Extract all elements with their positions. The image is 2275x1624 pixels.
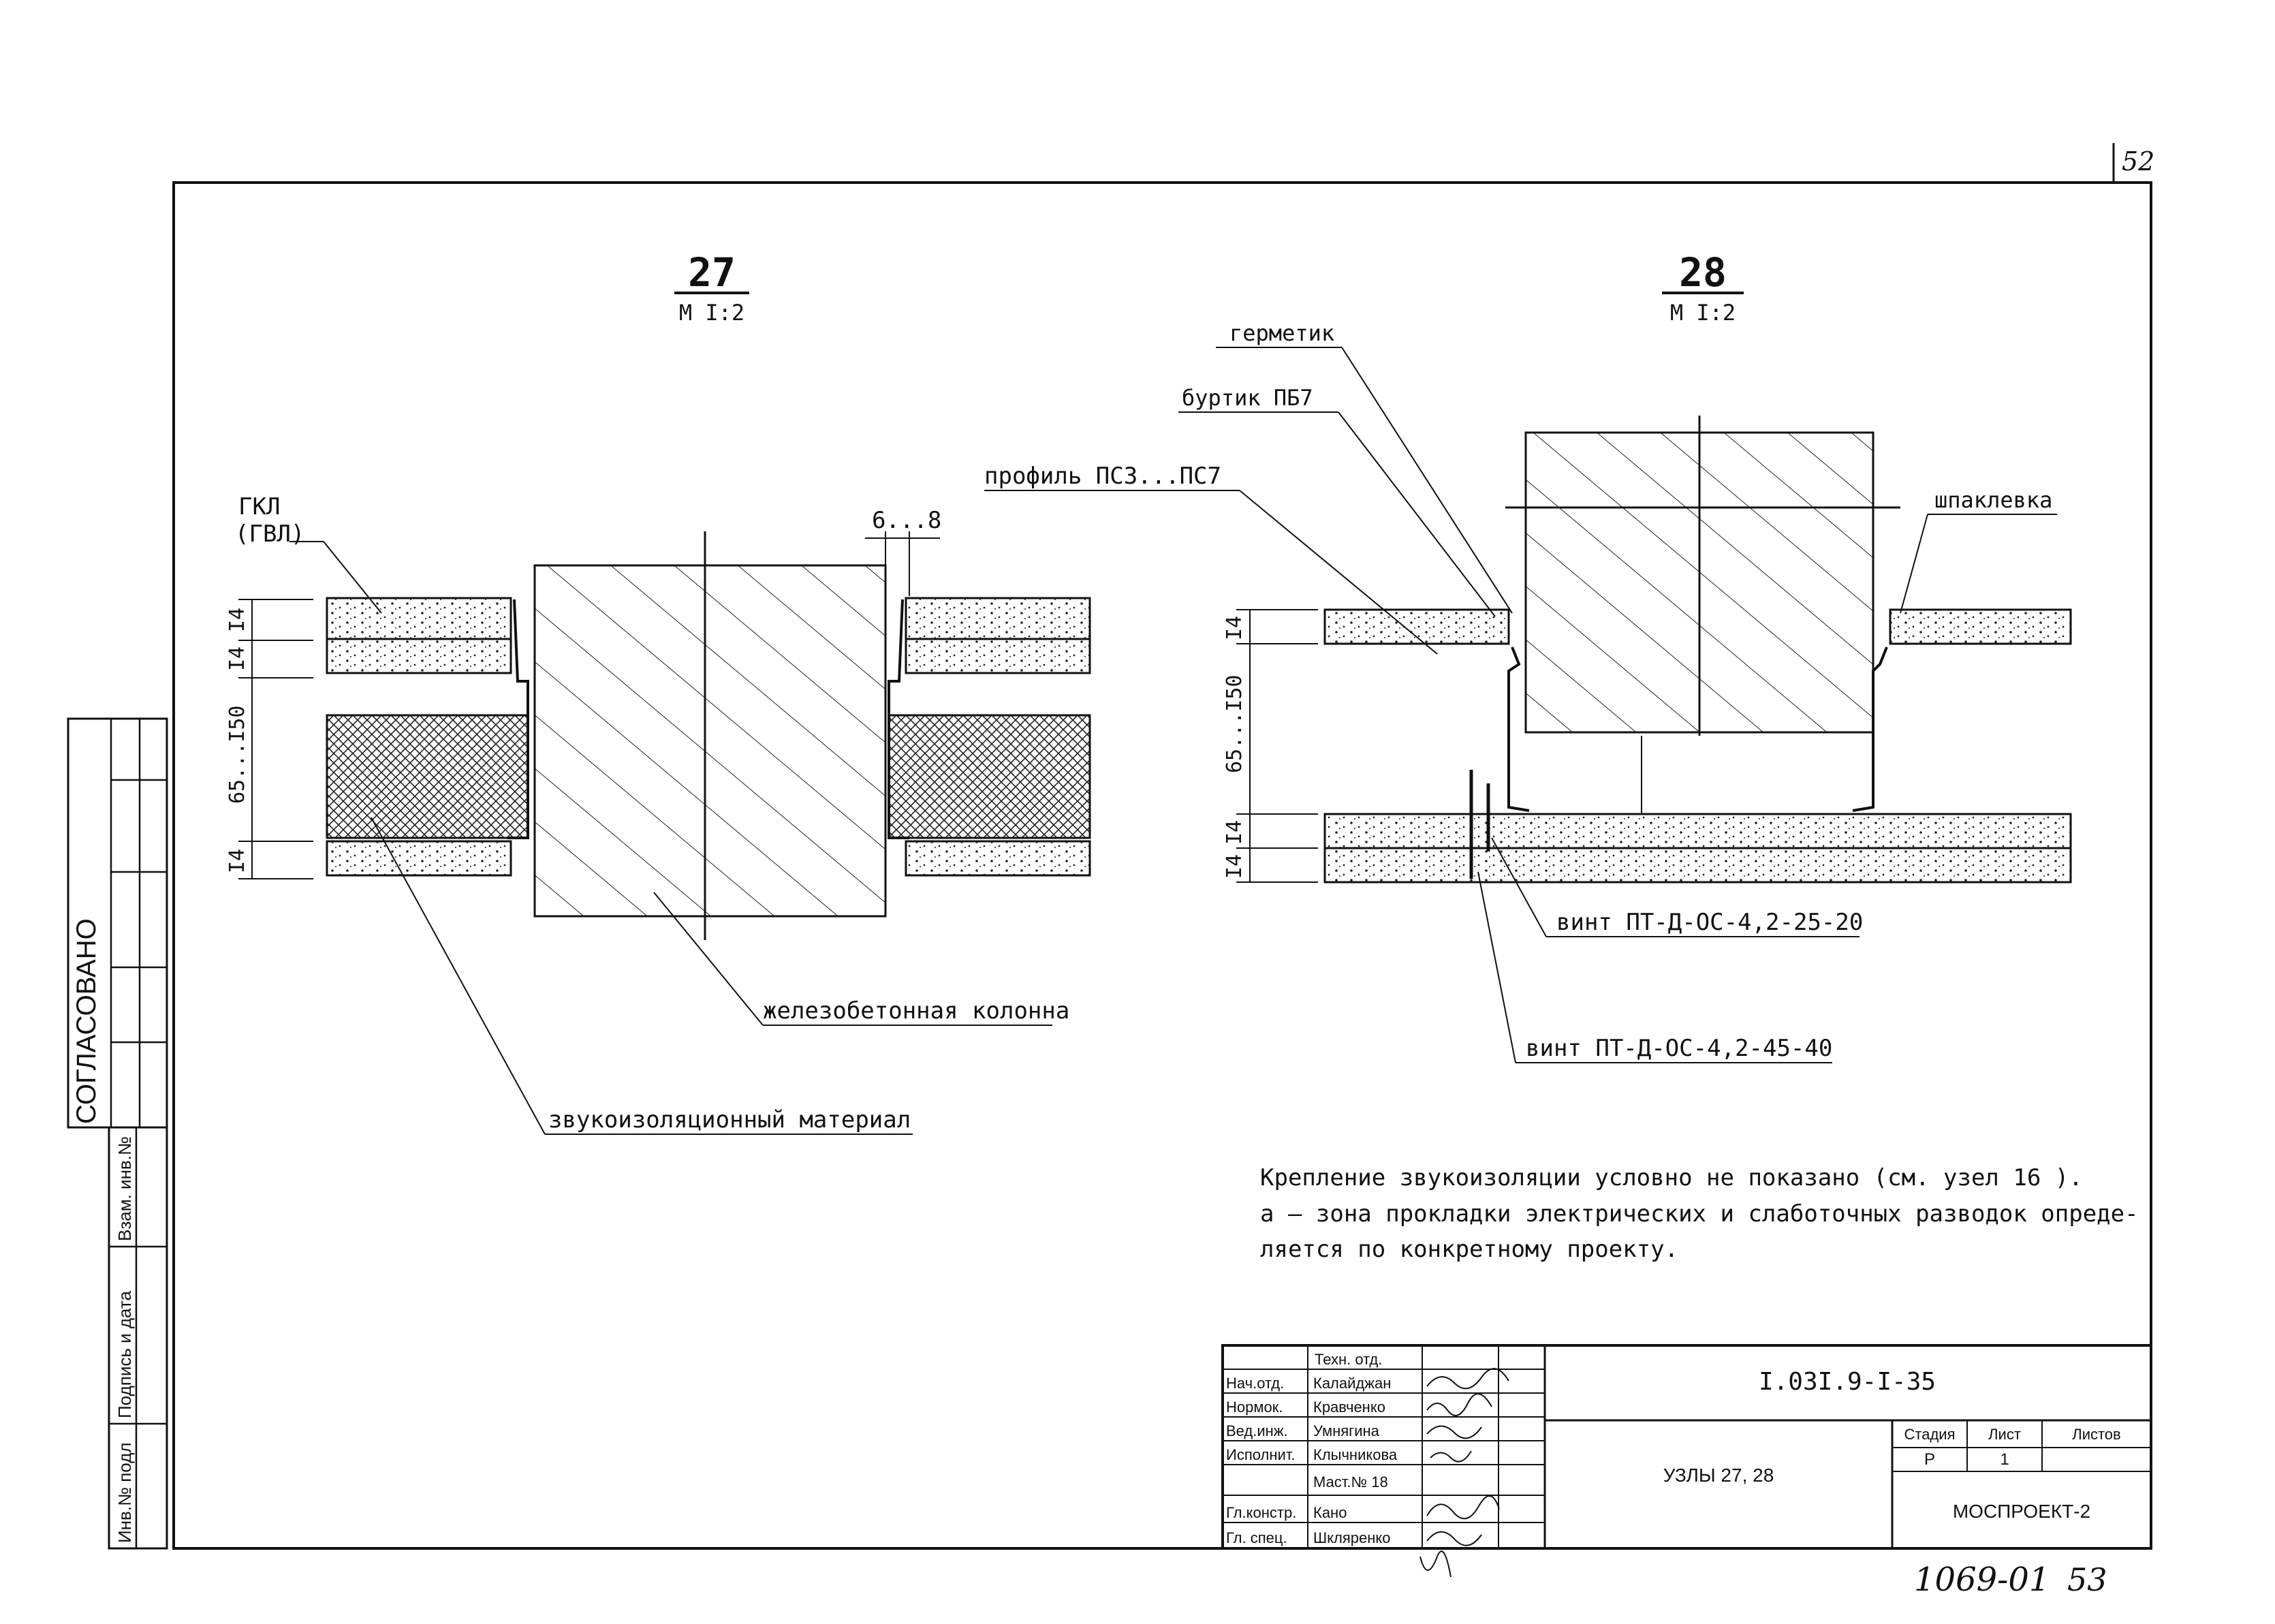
svg-text:I4: I4 [1223,616,1246,640]
svg-text:Калайджан: Калайджан [1313,1375,1391,1392]
gkl-board-bottom-right [905,840,1091,877]
insulation-right [888,714,1091,839]
svg-text:Маст.№ 18: Маст.№ 18 [1313,1473,1388,1490]
note-line-2: а – зона прокладки электрических и слабо… [1260,1200,2139,1228]
node-28-leaders [984,347,2057,1063]
sidebar-label-replace: Взам. инв.№ [114,1136,135,1241]
sheet-frame [172,181,2152,1550]
label-putty: шпаклевка [1934,487,2052,513]
node-27-drawing: I4 I4 65...I50 I4 [225,531,1091,940]
svg-text:I4: I4 [1223,820,1246,845]
label-cord: буртик ПБ7 [1182,385,1313,411]
svg-text:М I:2: М I:2 [679,300,744,326]
sidebar-title: СОГЛАСОВАНО [72,918,101,1124]
gkl-top-left-28 [1323,608,1510,645]
org-name: МОСПРОЕКТ-2 [1953,1501,2090,1522]
svg-text:53: 53 [2067,1561,2107,1598]
svg-text:Кравченко: Кравченко [1313,1399,1385,1416]
svg-text:I4: I4 [225,646,249,671]
doc-title: УЗЛЫ 27, 28 [1663,1465,1774,1486]
svg-text:27: 27 [688,249,736,296]
gkl-bottom-2-28 [1323,847,2072,884]
svg-text:Гл.констр.: Гл.констр. [1226,1504,1296,1521]
label-sealant: герметик [1229,320,1334,346]
gkl-top-right-28 [1889,608,2072,645]
gkl-board-top-left [326,597,512,640]
page-number: 52 [2112,143,2154,184]
label-profile: профиль ПСЗ...ПС7 [984,463,1221,490]
svg-text:Нач.отд.: Нач.отд. [1226,1375,1284,1392]
sidebar-label-inv: Инв.№ подл [114,1442,135,1543]
svg-text:Гл. спец.: Гл. спец. [1226,1529,1287,1546]
svg-text:Р: Р [1924,1450,1935,1469]
svg-text:М I:2: М I:2 [1670,300,1736,326]
svg-text:65...I50: 65...I50 [1223,675,1246,774]
profile-left-28 [1507,646,1530,812]
label-screw-2: винт ПТ-Д-ОС-4,2-45-40 [1526,1035,1832,1062]
node-27-heading: 27 М I:2 [674,249,749,326]
profile-right [888,599,909,839]
label-gkl: ГКЛ [238,493,280,520]
doc-code: I.03I.9-I-35 [1759,1368,1936,1396]
signatures [1419,1368,1509,1578]
note-line-3: ляется по конкретному проекту. [1260,1236,1678,1263]
title-block: Техн. отд. Нач.отд. Нормок. Вед.инж. Исп… [1221,1344,2152,1578]
svg-text:65...I50: 65...I50 [225,706,249,805]
svg-text:Клычникова: Клычникова [1313,1446,1398,1463]
gkl-board-top-left-2 [326,638,512,674]
svg-text:Вед.инж.: Вед.инж. [1226,1422,1288,1439]
gkl-board-top-right-2 [905,638,1091,674]
label-insulation: звукоизоляционный материал [548,1106,911,1134]
svg-text:1: 1 [2000,1450,2009,1469]
node-28-drawing: I4 65...I50 I4 I4 [1223,416,2072,884]
label-gvl: (ГВЛ) [235,520,304,548]
note-line-1: Крепление звукоизоляции условно не показ… [1260,1164,2083,1191]
node-27-dims: I4 I4 65...I50 I4 [225,599,313,879]
svg-text:Стадия: Стадия [1904,1426,1956,1443]
approval-sidebar: СОГЛАСОВАНО Инв.№ подл Подпись и дата Вз… [67,717,168,1550]
gap-label: 6...8 [872,507,941,534]
svg-text:Умнягина: Умнягина [1313,1422,1380,1439]
svg-text:Кано: Кано [1313,1504,1347,1521]
node-28-heading: 28 М I:2 [1662,249,1744,326]
sheet-stamp: 1069-01 53 [1914,1561,2107,1599]
profile-left [507,599,529,839]
svg-text:Техн. отд.: Техн. отд. [1315,1351,1382,1368]
svg-text:1069-01: 1069-01 [1914,1561,2050,1599]
notes-block: Крепление звукоизоляции условно не показ… [1260,1164,2139,1263]
svg-text:Шкляренко: Шкляренко [1313,1529,1391,1546]
node-28-dims: I4 65...I50 I4 I4 [1223,609,1318,883]
svg-text:I4: I4 [225,849,249,873]
gkl-board-bottom-left [326,840,512,877]
svg-text:28: 28 [1679,249,1727,296]
svg-text:I4: I4 [225,608,249,632]
node-27-leaders [289,541,1052,1135]
svg-text:Листов: Листов [2072,1426,2120,1443]
gkl-bottom-1-28 [1323,813,2072,849]
svg-text:I4: I4 [1223,854,1246,879]
label-screw-1: винт ПТ-Д-ОС-4,2-25-20 [1556,909,1863,936]
gkl-board-top-right [905,597,1091,640]
insulation-left [326,714,529,839]
svg-text:Лист: Лист [1988,1426,2021,1443]
profile-right-28 [1852,646,1888,812]
svg-text:52: 52 [2122,146,2154,176]
sidebar-label-sign: Подпись и дата [114,1290,135,1418]
concrete-column [533,564,887,918]
label-column: железобетонная колонна [763,997,1069,1025]
svg-text:Исполнит.: Исполнит. [1226,1446,1296,1463]
svg-text:Нормок.: Нормок. [1226,1399,1283,1416]
